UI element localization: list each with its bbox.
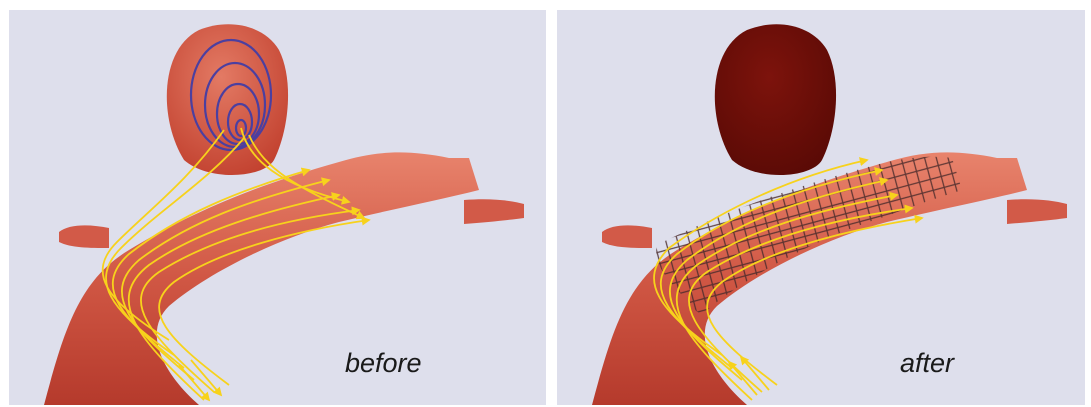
panel-after: after [557,10,1085,405]
side-branch-right [464,199,524,224]
panel-before: before [9,10,546,405]
after-illustration [557,10,1085,405]
side-branch-left [59,225,109,248]
caption-after: after [900,348,954,379]
before-illustration [9,10,546,405]
aneurysm-sac-thrombosed [715,24,836,175]
side-branch-left [602,225,652,248]
caption-before: before [345,348,422,379]
side-branch-right [1007,199,1067,224]
flow-diverter-stent [656,157,962,313]
